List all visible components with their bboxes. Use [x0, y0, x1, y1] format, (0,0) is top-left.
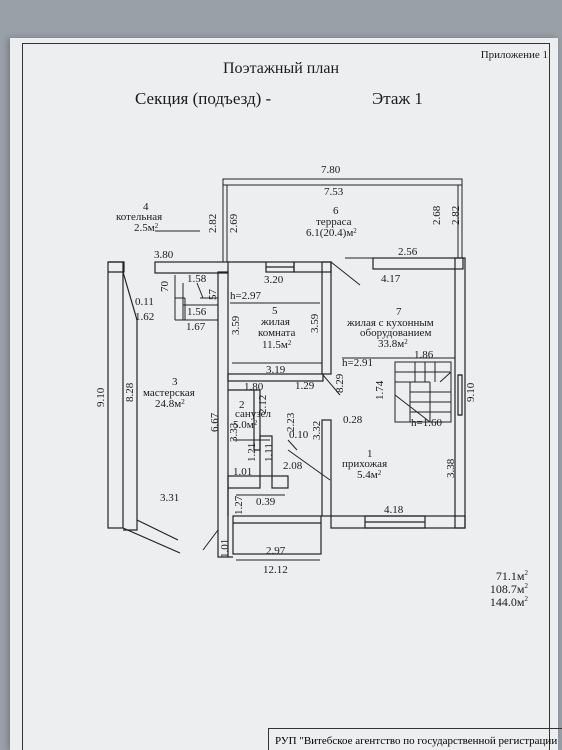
dim-1-56: 1.56 [187, 306, 207, 318]
dim-1-62: 1.62 [135, 311, 155, 323]
dim-6-67: 6.67 [209, 412, 221, 432]
annex-label: Приложение 1 [480, 49, 548, 61]
dim-0-11: 0.11 [135, 296, 154, 308]
total-area-1: 71.1м2 [495, 569, 528, 583]
dim-3-20: 3.20 [264, 274, 284, 286]
room-5-name-1: жилая [261, 316, 290, 328]
dim-57: 57 [207, 289, 219, 300]
dim-1-27: 1.27 [233, 495, 245, 515]
dim-terrace-left-a: 2.82 [207, 213, 219, 233]
room-3-area: 24.8м2 [155, 398, 185, 410]
dim-terrace-right-b: 2.82 [450, 205, 462, 225]
dim-3-59-a: 3.59 [230, 315, 242, 335]
height-stairs: h=1.60 [411, 417, 442, 429]
central-partition-wall [217, 271, 229, 558]
dim-9-10-left: 9.10 [95, 387, 107, 407]
total-area-2: 108.7м2 [489, 582, 528, 596]
room-6-area: 6.1(20.4)м2 [306, 227, 357, 239]
room-1-number: 1 [367, 448, 373, 460]
workshop-left-wall [107, 261, 124, 529]
section-label: Секция (подъезд) - [135, 89, 272, 108]
room-2-number: 2 [239, 399, 245, 411]
room-1-name: прихожая [342, 458, 388, 470]
room-2-name: санузел [235, 408, 272, 420]
dim-1-11: 1.11 [263, 443, 275, 462]
dim-terrace-left-b: 2.69 [228, 213, 240, 233]
room-5-number: 5 [272, 305, 278, 317]
dim-3-19: 3.19 [266, 364, 286, 376]
dim-2-97: 2.97 [266, 545, 286, 557]
dim-3-80: 3.80 [154, 249, 174, 261]
dim-3-31: 3.31 [160, 492, 180, 504]
room-4-area: 2.5м2 [134, 222, 159, 234]
dim-0-10: 0.10 [289, 429, 309, 441]
room-6-number: 6 [333, 205, 339, 217]
dim-1-74: 1.74 [374, 380, 386, 400]
dim-1-01-b: 1.01 [219, 538, 231, 558]
total-area-3: 144.0м2 [489, 595, 528, 609]
room-7-name-2: оборудованием [360, 327, 432, 339]
dim-1-58: 1.58 [187, 273, 207, 285]
dim-terrace-right-a: 2.68 [431, 205, 443, 225]
dim-1-21: 1.21 [246, 442, 258, 462]
entrance-porch [232, 515, 322, 555]
dim-4-17: 4.17 [381, 273, 401, 285]
dim-1-67: 1.67 [186, 321, 206, 333]
room-3-name: мастерская [143, 387, 195, 399]
room-7-number: 7 [396, 306, 402, 318]
height-room-5: h=2.97 [230, 290, 261, 302]
dim-9-10-right: 9.10 [465, 382, 477, 402]
dim-0-28: 0.28 [343, 414, 363, 426]
floor-label: Этаж 1 [372, 89, 423, 108]
dim-4-18: 4.18 [384, 504, 404, 516]
dim-1-29: 1.29 [295, 380, 315, 392]
agency-stamp: РУП "Витебское агентство по государствен… [268, 728, 562, 750]
dim-1-01-a: 1.01 [233, 466, 253, 478]
dim-3-59-b: 3.59 [309, 313, 321, 333]
dim-8-28: 8.28 [124, 382, 136, 402]
dim-terrace-inner: 7.53 [324, 186, 344, 198]
dim-8-29: 8.29 [334, 373, 346, 393]
dim-terrace-outer: 7.80 [321, 164, 341, 176]
room-7-name-1: жилая с кухонным [347, 317, 434, 329]
dim-1-80: 1.80 [244, 381, 264, 393]
dim-1-86: 1.86 [414, 349, 434, 361]
drawing-frame [22, 43, 550, 750]
room-1-area: 5.4м2 [357, 469, 382, 481]
dim-0-39: 0.39 [256, 496, 276, 508]
dim-70: 70 [159, 281, 171, 292]
dim-3-32: 3.32 [311, 420, 323, 440]
dim-3-33: 3.33 [228, 422, 240, 442]
document-sheet [10, 38, 558, 750]
terrace-top-rail [222, 178, 463, 186]
dim-12-12: 12.12 [263, 564, 288, 576]
room-4-number: 4 [143, 201, 149, 213]
dim-2-56: 2.56 [398, 246, 418, 258]
room-2-area: 5.0м2 [233, 419, 258, 431]
room-5-name-2: комната [258, 327, 296, 339]
document-title: Поэтажный план [222, 60, 340, 77]
room-3-number: 3 [172, 376, 178, 388]
dim-3-38: 3.38 [445, 458, 457, 478]
dim-2-08: 2.08 [283, 460, 303, 472]
staircase [394, 361, 452, 423]
height-room-7: h=2.91 [342, 357, 373, 369]
room-6-name: терраса [316, 216, 352, 228]
room-4-name: котельная [116, 211, 163, 223]
room-5-area: 11.5м2 [262, 339, 292, 351]
room-7-area: 33.8м2 [378, 338, 408, 350]
right-exterior-wall [454, 257, 466, 529]
